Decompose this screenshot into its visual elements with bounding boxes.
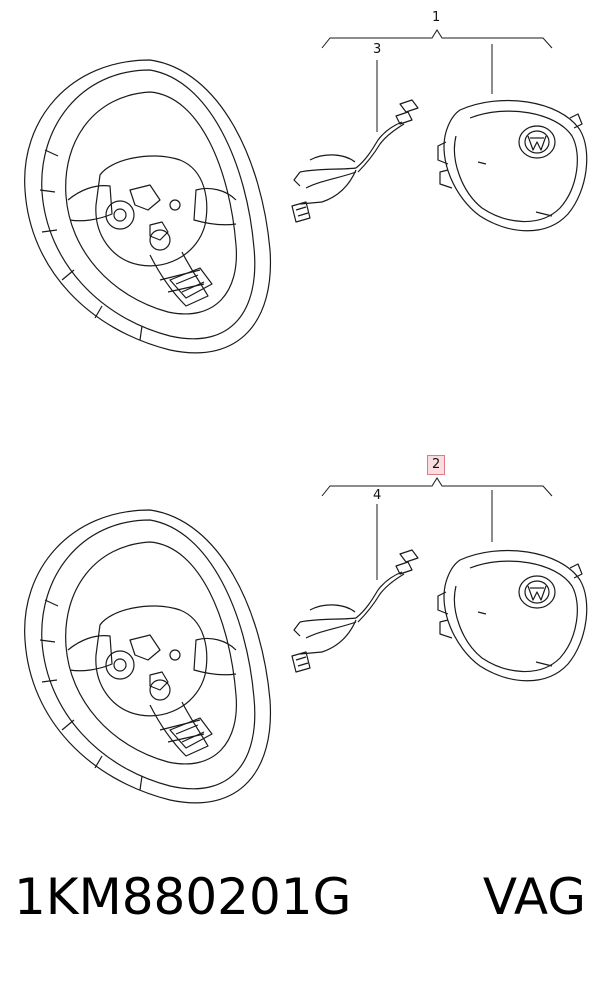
footer: 1KM880201G VAG [14,868,586,944]
airbag-module-bottom [437,549,588,682]
steering-wheel-top [24,59,272,354]
callout-3: 3 [373,42,382,57]
clockspring-harness-top [291,99,419,223]
steering-wheel-bottom [24,509,272,804]
brand-label: VAG [482,868,586,926]
callout-4: 4 [373,488,382,503]
callout-1: 1 [432,10,441,25]
airbag-module-top [437,99,588,232]
leader-lines-top [321,29,553,132]
part-number: 1KM880201G [14,868,352,926]
callout-2: 2 [427,455,446,475]
leader-lines-bottom [321,477,553,580]
clockspring-harness-bottom [291,549,419,673]
